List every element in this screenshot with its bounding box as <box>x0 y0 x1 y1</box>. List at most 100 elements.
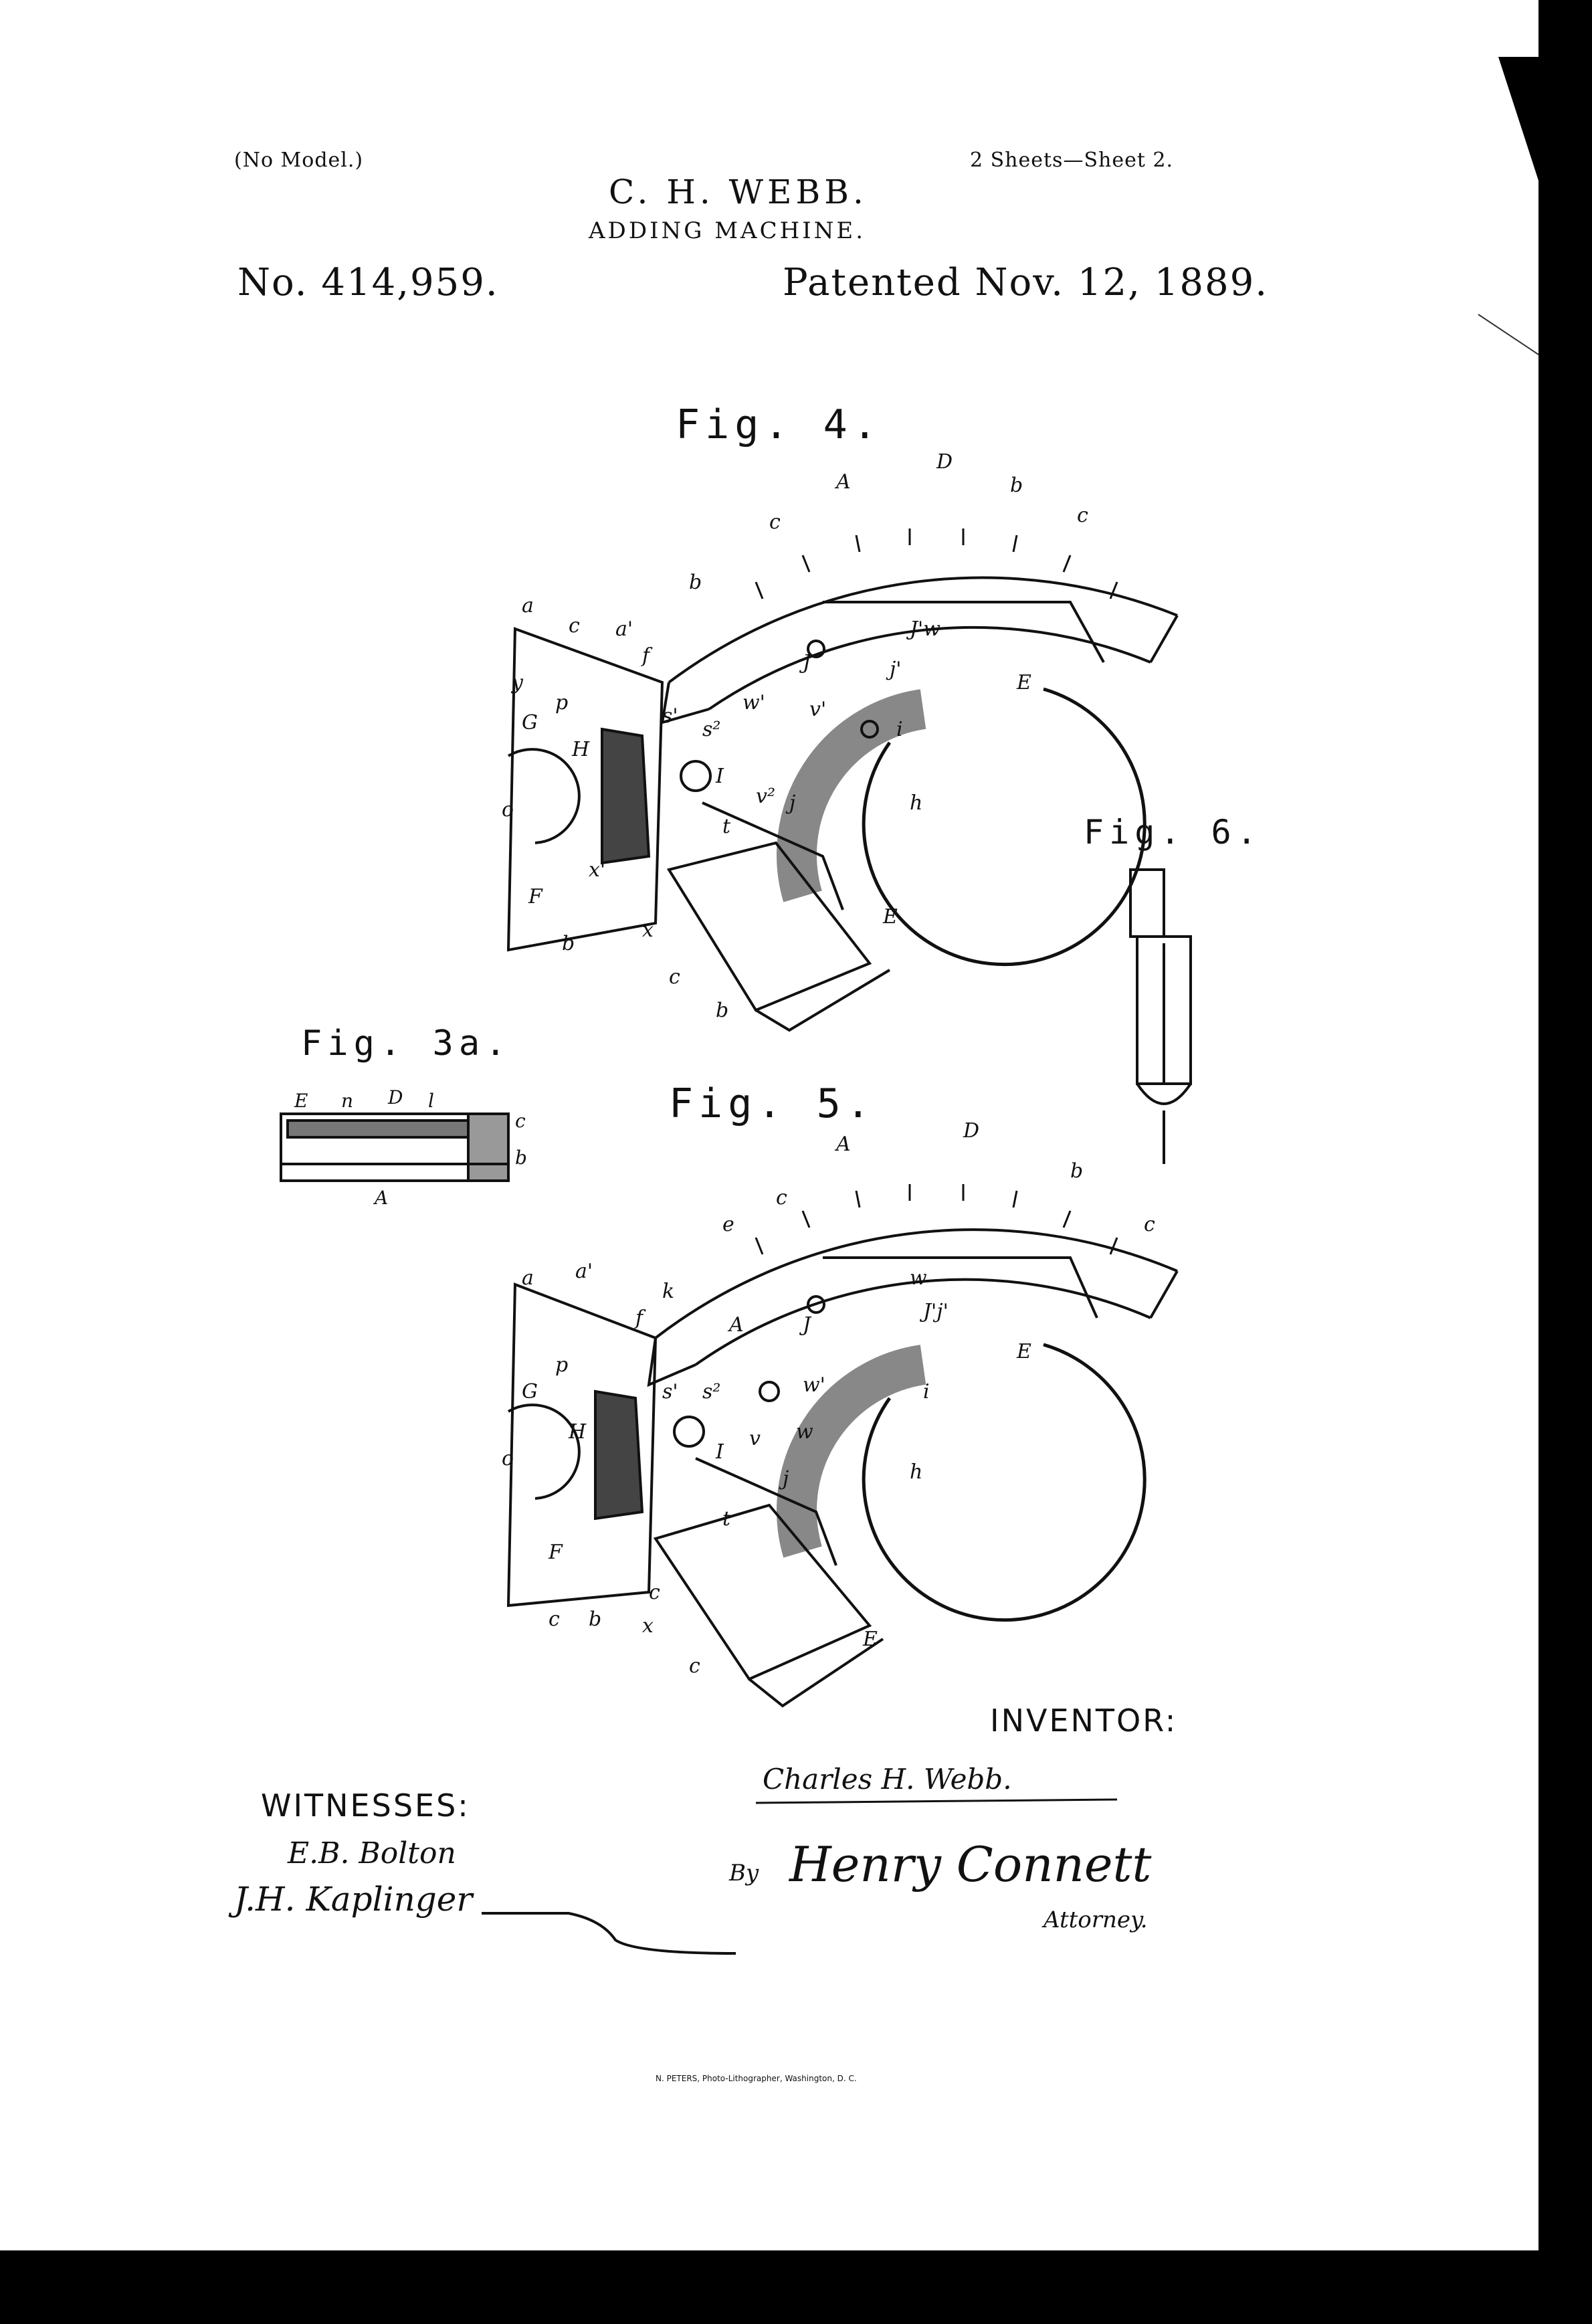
svg-text:i: i <box>896 718 903 741</box>
fig3a-label-A: A <box>373 1187 388 1209</box>
svg-text:A: A <box>727 1313 744 1337</box>
svg-text:b: b <box>1010 474 1023 497</box>
svg-text:H: H <box>568 1420 587 1444</box>
witness-signature-2: J.H. Kaplinger <box>234 1880 473 1919</box>
svg-text:x': x' <box>589 858 605 882</box>
svg-text:x: x <box>642 918 654 942</box>
svg-text:E: E <box>862 1628 878 1651</box>
svg-text:E: E <box>1016 671 1031 694</box>
svg-text:H: H <box>571 738 590 761</box>
svg-text:G: G <box>522 711 538 735</box>
svg-text:w: w <box>910 1266 927 1290</box>
svg-text:c: c <box>569 614 580 638</box>
sheet-note: 2 Sheets—Sheet 2. <box>970 149 1174 172</box>
fig3a-label-l: l <box>428 1090 434 1112</box>
svg-text:c: c <box>769 510 781 534</box>
model-note: (No Model.) <box>234 149 364 172</box>
svg-text:F: F <box>548 1541 563 1564</box>
svg-text:a: a <box>522 594 534 617</box>
svg-text:v: v <box>749 1427 761 1450</box>
svg-text:b: b <box>562 932 575 955</box>
svg-text:E: E <box>882 905 898 929</box>
svg-text:w': w' <box>742 691 765 714</box>
svg-text:p: p <box>555 691 568 714</box>
svg-text:h: h <box>910 791 922 815</box>
svg-text:t: t <box>722 1507 731 1531</box>
svg-text:w: w <box>796 1420 813 1444</box>
scan-border-right <box>1538 0 1592 2324</box>
svg-text:y: y <box>510 671 524 694</box>
svg-text:a': a' <box>575 1260 593 1283</box>
svg-text:s': s' <box>662 1380 678 1403</box>
fig6-label: Fig. 6. <box>1084 813 1262 852</box>
svg-text:a: a <box>522 1266 534 1290</box>
fig3a-label-D: D <box>387 1086 403 1108</box>
svg-text:I: I <box>715 765 724 788</box>
scan-border-bottom <box>0 2250 1592 2324</box>
svg-text:j': j' <box>886 658 902 681</box>
svg-text:A: A <box>834 1133 851 1156</box>
attorney-label: Attorney. <box>1043 1907 1148 1933</box>
svg-text:G: G <box>522 1380 538 1403</box>
svg-text:b: b <box>1070 1159 1083 1183</box>
inventor-signature: Charles H. Webb. <box>763 1763 1012 1796</box>
svg-text:s²: s² <box>702 718 720 741</box>
svg-text:x: x <box>642 1614 654 1638</box>
svg-text:c: c <box>776 1186 787 1209</box>
svg-text:b: b <box>589 1608 601 1631</box>
svg-text:v²: v² <box>756 785 775 808</box>
svg-text:F: F <box>528 885 543 908</box>
fig5-label: Fig. 5. <box>669 1080 876 1127</box>
attorney-signature: Henry Connett <box>789 1836 1152 1893</box>
svg-text:o: o <box>502 798 514 821</box>
fig4-label: Fig. 4. <box>676 401 882 448</box>
invention-title: ADDING MACHINE. <box>589 217 866 244</box>
svg-text:A: A <box>834 470 851 494</box>
witness-signature-1: E.B. Bolton <box>288 1836 456 1870</box>
svg-text:a': a' <box>615 617 633 641</box>
svg-text:v': v' <box>809 698 826 721</box>
svg-text:o: o <box>502 1447 514 1470</box>
inventor-label: INVENTOR: <box>990 1703 1178 1739</box>
svg-text:D: D <box>963 1119 979 1143</box>
svg-text:e: e <box>722 1213 734 1236</box>
svg-text:c: c <box>1144 1213 1155 1236</box>
svg-text:c: c <box>669 965 680 989</box>
inventor-name: C. H. WEBB. <box>609 173 868 211</box>
patent-date: Patented Nov. 12, 1889. <box>783 261 1269 304</box>
svg-text:c: c <box>1077 504 1088 527</box>
svg-text:b: b <box>716 999 728 1022</box>
svg-text:k: k <box>662 1280 674 1303</box>
fig3a-label-n: n <box>341 1090 353 1112</box>
svg-text:s': s' <box>662 704 678 728</box>
engraver-credit: N. PETERS, Photo-Lithographer, Washingto… <box>656 2074 857 2083</box>
svg-text:i: i <box>923 1380 930 1403</box>
svg-text:h: h <box>910 1460 922 1484</box>
svg-text:D: D <box>936 450 953 474</box>
svg-text:b: b <box>689 571 702 594</box>
fig3a-label-b: b <box>515 1147 527 1169</box>
svg-text:J'j': J'j' <box>919 1300 949 1323</box>
witnesses-label: WITNESSES: <box>261 1787 470 1824</box>
svg-text:c: c <box>649 1581 660 1604</box>
svg-text:I: I <box>715 1440 724 1464</box>
svg-text:s²: s² <box>702 1380 720 1403</box>
fig3a-label-E: E <box>294 1090 308 1112</box>
svg-text:w': w' <box>803 1373 825 1397</box>
patent-number: No. 414,959. <box>237 261 499 304</box>
svg-text:t: t <box>722 815 731 838</box>
svg-text:p: p <box>555 1353 568 1377</box>
svg-text:E: E <box>1016 1340 1031 1363</box>
fig3a-label: Fig. 3a. <box>301 1024 512 1064</box>
svg-text:c: c <box>689 1654 700 1678</box>
by-label: By <box>729 1860 759 1886</box>
svg-text:c: c <box>549 1608 560 1631</box>
svg-text:J'w: J'w <box>906 617 940 641</box>
